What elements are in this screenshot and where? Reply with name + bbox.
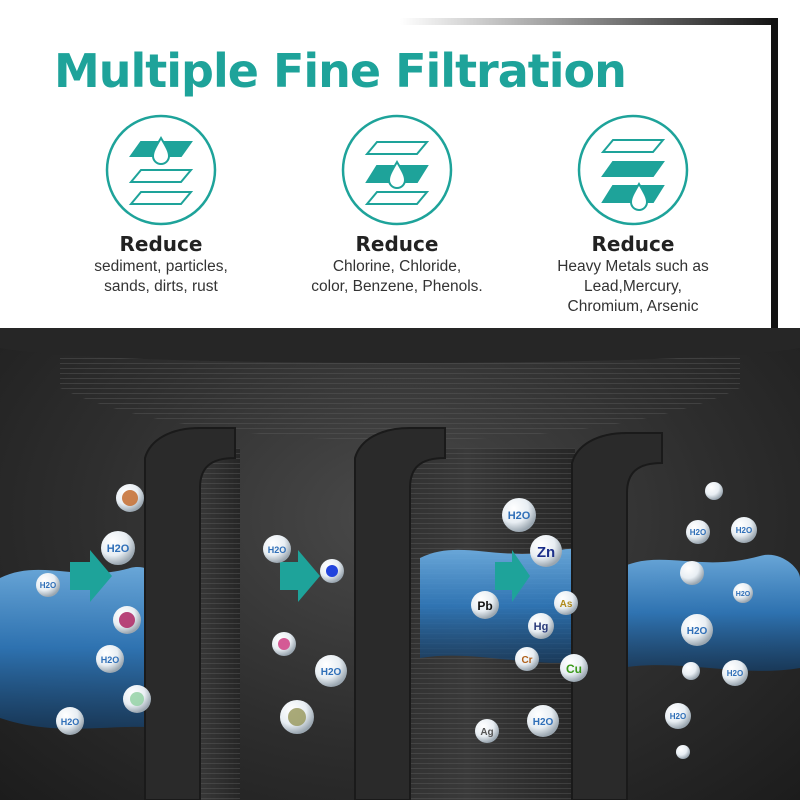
- feature-chlorine: Reduce Chlorine, Chloride, color, Benzen…: [277, 112, 517, 297]
- svg-text:H2O: H2O: [107, 543, 130, 555]
- svg-text:H2O: H2O: [101, 655, 120, 665]
- water-wave-1: [0, 567, 160, 729]
- as-bubble: As: [554, 591, 578, 615]
- cr-bubble: Cr: [515, 647, 539, 671]
- feature-heading: Reduce: [119, 232, 203, 256]
- svg-text:Zn: Zn: [537, 544, 555, 561]
- svg-text:H2O: H2O: [727, 669, 743, 678]
- svg-text:Hg: Hg: [534, 621, 549, 633]
- filter-sheet-3: [571, 432, 663, 800]
- svg-text:Cr: Cr: [521, 655, 532, 666]
- h2o-bubble: H2O: [733, 583, 753, 603]
- h2o-bubble: H2O: [722, 660, 748, 686]
- h2o-bubble: H2O: [263, 535, 291, 563]
- feature-description: sediment, particles, sands, dirts, rust: [94, 258, 228, 295]
- feature-sediment: Reduce sediment, particles, sands, dirts…: [41, 112, 281, 297]
- feature-heavy-metals: Reduce Heavy Metals such as Lead,Mercury…: [513, 112, 753, 317]
- svg-text:Ag: Ag: [480, 727, 493, 738]
- svg-text:As: As: [560, 599, 573, 610]
- svg-text:H2O: H2O: [687, 626, 708, 637]
- svg-text:H2O: H2O: [61, 717, 80, 727]
- ag-bubble: Ag: [475, 719, 499, 743]
- h2o-bubble: H2O: [665, 703, 691, 729]
- filter-sheet-2: [354, 427, 446, 800]
- h2o-bubble: H2O: [686, 520, 710, 544]
- filter-layers-top-icon: [105, 114, 217, 226]
- flow-arrow-icon: [280, 550, 320, 602]
- water-wave-3: [420, 548, 600, 663]
- filtration-illustration: H2O H2O H2O H2O H2O H2O H2O H2O: [0, 328, 800, 800]
- svg-text:Pb: Pb: [477, 599, 492, 613]
- feature-description: Chlorine, Chloride, color, Benzene, Phen…: [311, 258, 483, 295]
- water-wave-4: [620, 554, 800, 671]
- filter-sheet-1: [144, 427, 236, 800]
- svg-text:H2O: H2O: [736, 591, 751, 598]
- zn-bubble: Zn: [530, 535, 562, 567]
- frame-right-line: [771, 18, 778, 328]
- filter-layers-bottom-icon: [577, 114, 689, 226]
- svg-text:Cu: Cu: [566, 662, 582, 676]
- cu-bubble: Cu: [560, 654, 588, 682]
- flow-arrow-icon: [70, 550, 112, 602]
- h2o-bubble: H2O: [36, 573, 60, 597]
- filtration-scene: H2O H2O H2O H2O H2O H2O H2O H2O: [0, 328, 800, 800]
- svg-text:H2O: H2O: [268, 545, 287, 555]
- feature-description: Heavy Metals such as Lead,Mercury, Chrom…: [557, 258, 709, 315]
- h2o-bubble: H2O: [731, 517, 757, 543]
- h2o-bubble: H2O: [527, 705, 559, 737]
- h2o-bubble: H2O: [96, 645, 124, 673]
- svg-text:H2O: H2O: [670, 712, 686, 721]
- feature-heading: Reduce: [355, 232, 439, 256]
- svg-text:H2O: H2O: [736, 526, 752, 535]
- frame-top-line: [400, 18, 778, 25]
- filter-layers-middle-icon: [341, 114, 453, 226]
- h2o-bubble: H2O: [681, 614, 713, 646]
- svg-text:H2O: H2O: [508, 510, 531, 522]
- page-title: Multiple Fine Filtration: [54, 44, 627, 98]
- h2o-bubble: H2O: [502, 498, 536, 532]
- h2o-bubble: H2O: [315, 655, 347, 687]
- svg-text:H2O: H2O: [533, 717, 554, 728]
- h2o-bubble: H2O: [56, 707, 84, 735]
- svg-text:H2O: H2O: [321, 667, 342, 678]
- h2o-bubble: H2O: [101, 531, 135, 565]
- flow-arrow-icon: [495, 550, 530, 602]
- header-section: Multiple Fine Filtration Reduce sediment…: [0, 0, 800, 328]
- pb-bubble: Pb: [471, 591, 499, 619]
- hg-bubble: Hg: [528, 613, 554, 639]
- svg-text:H2O: H2O: [690, 528, 706, 537]
- feature-heading: Reduce: [591, 232, 675, 256]
- svg-text:H2O: H2O: [40, 581, 56, 590]
